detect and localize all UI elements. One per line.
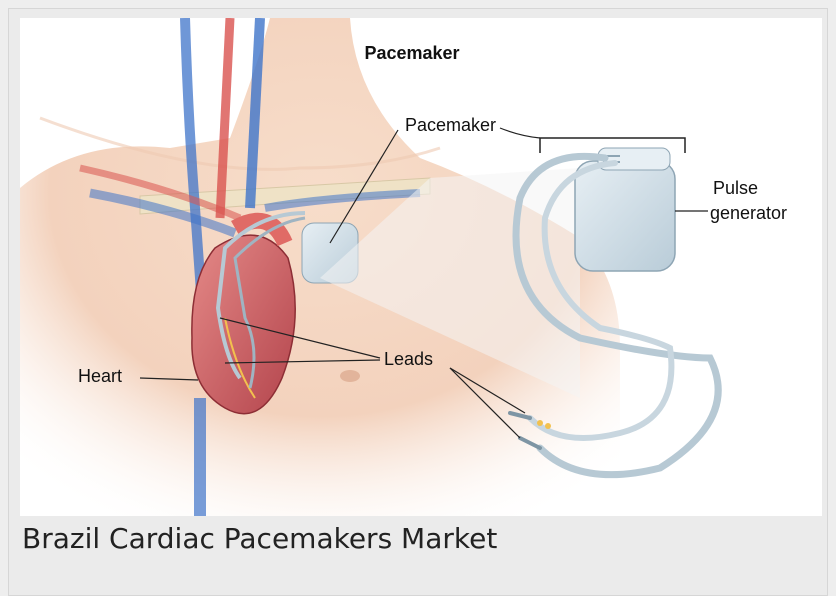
label-heart: Heart [78,366,122,386]
pacemaker-illustration: Pacemaker Pacemaker Pulse generator Lead… [20,18,822,516]
label-pacemaker: Pacemaker [405,115,496,135]
label-leads: Leads [384,349,433,369]
label-pulse: Pulse [713,178,758,198]
nipple [340,370,360,382]
image-caption: Brazil Cardiac Pacemakers Market [22,522,497,555]
figure-title: Pacemaker [364,43,459,63]
label-generator: generator [710,203,787,223]
